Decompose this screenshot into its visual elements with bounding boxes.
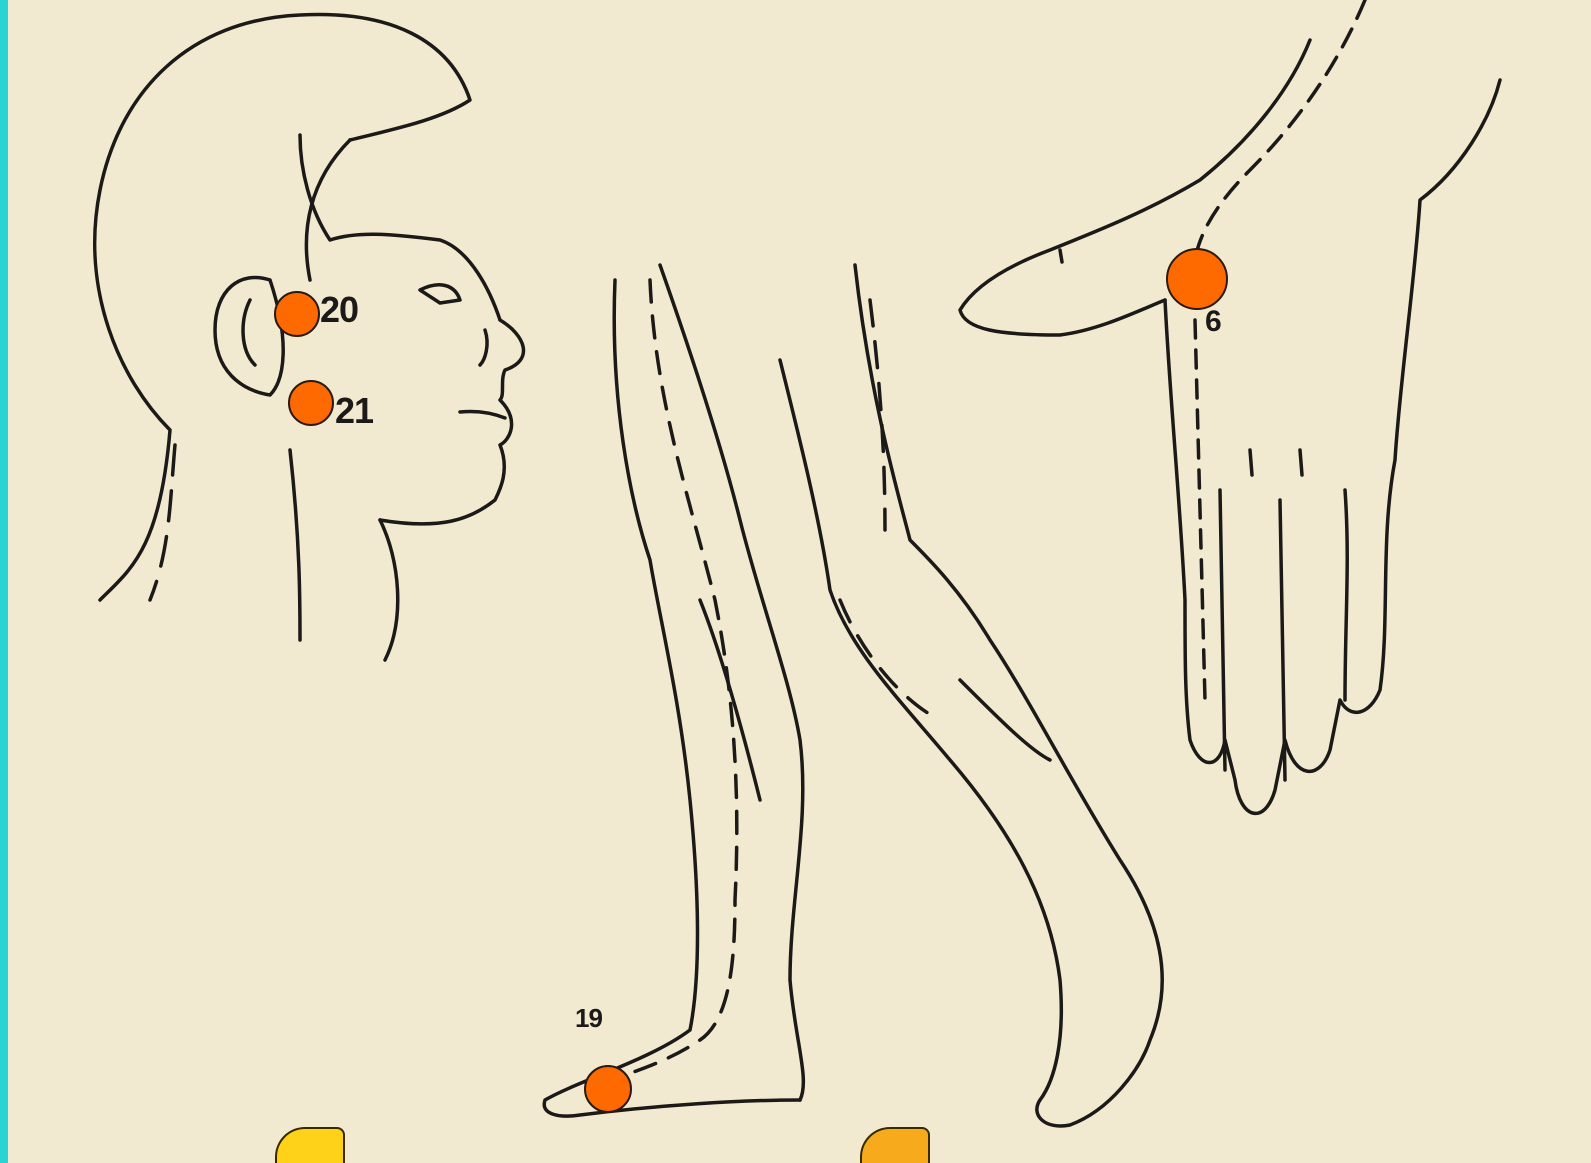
acupoint-marker-6[interactable] <box>1166 248 1228 310</box>
leg-back-drawing <box>780 265 1162 1126</box>
leg-front-drawing <box>544 265 803 1116</box>
acupoint-marker-21[interactable] <box>288 380 334 426</box>
previous-slide-icon[interactable] <box>275 1127 345 1163</box>
point-label-21: 21 <box>335 393 373 429</box>
hand-drawing <box>960 0 1500 813</box>
point-label-6: 6 <box>1205 307 1221 337</box>
acupoint-marker-19[interactable] <box>584 1065 632 1113</box>
next-slide-icon[interactable] <box>860 1127 930 1163</box>
point-label-20: 20 <box>320 292 358 328</box>
head-drawing <box>95 14 524 660</box>
acupoint-marker-20[interactable] <box>274 291 320 337</box>
point-label-19: 19 <box>575 1005 602 1031</box>
